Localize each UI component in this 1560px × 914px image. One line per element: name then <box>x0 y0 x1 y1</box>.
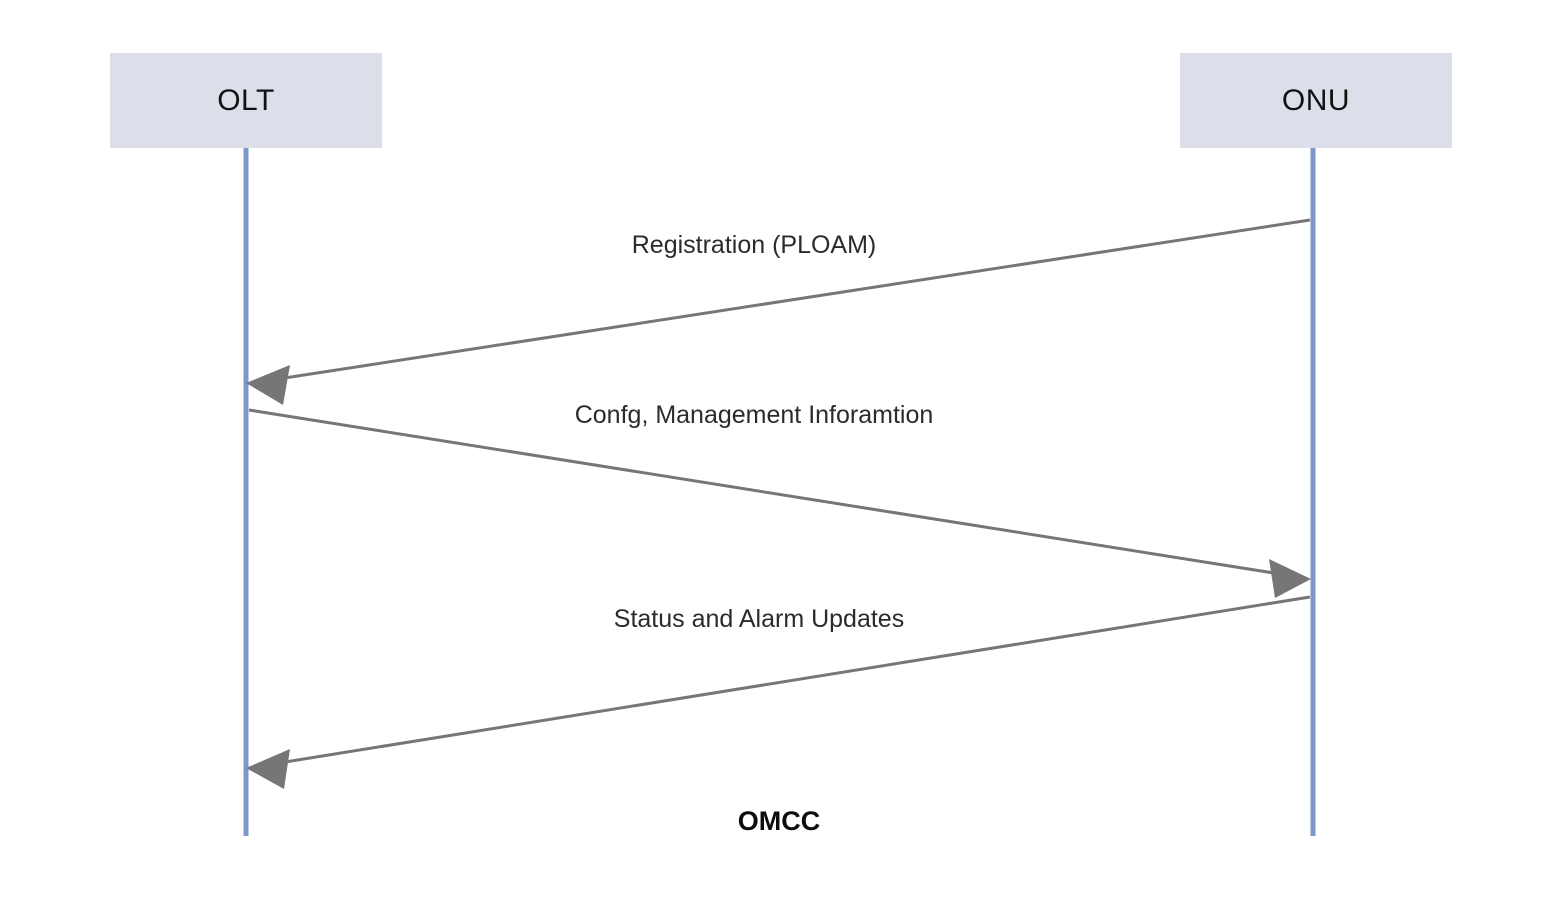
message-line-registration <box>277 218 1311 381</box>
participant-box-olt[interactable]: OLT <box>110 53 382 148</box>
message-arrow-status <box>246 595 1311 789</box>
arrowhead-right-config <box>1269 559 1311 598</box>
message-arrow-config <box>248 408 1311 598</box>
message-label-registration: Registration (PLOAM) <box>631 231 877 259</box>
participant-label-olt: OLT <box>217 83 275 117</box>
message-line-status <box>278 595 1311 765</box>
message-line-config <box>248 408 1281 576</box>
arrowhead-left-status <box>246 749 290 789</box>
participant-box-onu[interactable]: ONU <box>1180 53 1452 148</box>
message-label-config: Confg, Management Inforamtion <box>574 401 934 429</box>
message-arrow-registration <box>246 218 1311 405</box>
message-label-status: Status and Alarm Updates <box>613 605 905 633</box>
arrowhead-left-registration <box>246 365 290 405</box>
footer-label-omcc: OMCC <box>737 806 821 836</box>
participant-label-onu: ONU <box>1281 83 1351 117</box>
